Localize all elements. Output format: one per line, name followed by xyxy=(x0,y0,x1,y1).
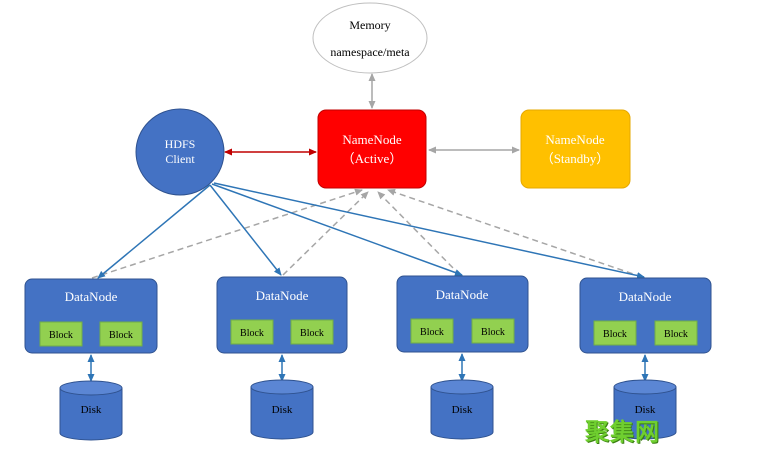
heartbeat-arrow-dn1 xyxy=(91,188,363,279)
namenode-standby-line1: NameNode xyxy=(545,132,604,147)
datanode-3: DataNode Block Block xyxy=(396,275,529,353)
memory-node: Memory namespace/meta xyxy=(312,2,428,74)
block xyxy=(654,320,698,346)
client-datanode-arrow-3 xyxy=(211,183,463,276)
block xyxy=(39,321,83,347)
block-label: Block xyxy=(240,328,264,339)
disk-label: Disk xyxy=(272,404,293,416)
datanode-2: DataNode Block Block xyxy=(216,276,348,354)
heartbeat-arrow-dn2 xyxy=(282,191,369,276)
client-label-line1: HDFS xyxy=(165,137,196,151)
hdfs-client-node: HDFS Client xyxy=(135,108,225,196)
namenode-standby-line2: （Standby） xyxy=(541,151,610,166)
datanode-label: DataNode xyxy=(619,289,672,304)
client-datanode-arrow-1 xyxy=(97,184,211,279)
datanode-4: DataNode Block Block xyxy=(579,277,712,354)
client-datanode-arrow-2 xyxy=(209,184,282,276)
datanode-1: DataNode Block Block xyxy=(24,278,158,354)
block-label: Block xyxy=(603,329,627,340)
namenode-active: NameNode （Active） xyxy=(317,109,427,189)
memory-subtitle: namespace/meta xyxy=(330,45,410,59)
block xyxy=(471,318,515,344)
block-label: Block xyxy=(664,329,688,340)
datanode-label: DataNode xyxy=(436,287,489,302)
block-label: Block xyxy=(420,327,444,338)
disk-3: Disk xyxy=(430,379,494,440)
disk-4: Disk xyxy=(613,379,677,440)
block xyxy=(410,318,454,344)
client-datanode-arrow-4 xyxy=(213,182,645,279)
client-label-line2: Client xyxy=(165,152,195,166)
namenode-active-line2: （Active） xyxy=(342,151,403,166)
disk-label: Disk xyxy=(635,404,656,416)
datanode-label: DataNode xyxy=(256,288,309,303)
disk-1: Disk xyxy=(59,380,123,441)
disk-2: Disk xyxy=(250,379,314,440)
block-label: Block xyxy=(300,328,324,339)
disk-label: Disk xyxy=(452,404,473,416)
connectors xyxy=(87,73,649,382)
namenode-standby: NameNode （Standby） xyxy=(520,109,631,189)
block xyxy=(230,319,274,345)
namenode-active-line1: NameNode xyxy=(342,132,401,147)
datanode-label: DataNode xyxy=(65,289,118,304)
block xyxy=(593,320,637,346)
block xyxy=(290,319,334,345)
site-watermark: 聚集网 xyxy=(585,418,660,446)
disk-label: Disk xyxy=(81,404,102,416)
block-label: Block xyxy=(109,330,133,341)
heartbeat-arrow-dn4 xyxy=(387,188,643,278)
memory-title: Memory xyxy=(349,18,390,32)
block xyxy=(99,321,143,347)
block-label: Block xyxy=(49,330,73,341)
block-label: Block xyxy=(481,327,505,338)
